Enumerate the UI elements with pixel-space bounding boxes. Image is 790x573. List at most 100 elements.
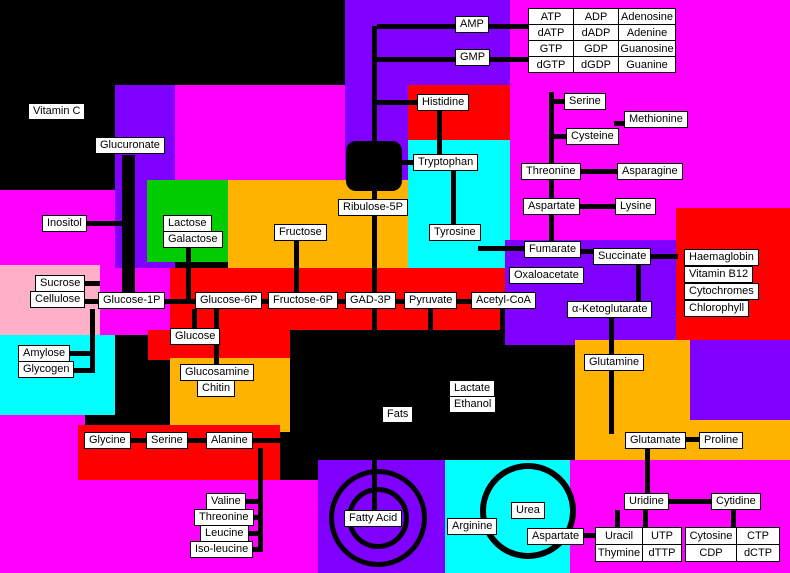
node-lactose: Lactose	[163, 215, 212, 232]
node-pyruvate: Pyruvate	[404, 292, 458, 309]
node-threonine-lower: Threonine	[194, 509, 254, 526]
node-glucose-1p: Glucose-1P	[98, 292, 166, 309]
connector-line	[489, 57, 528, 62]
connector-line	[250, 515, 260, 520]
node-valine: Valine	[206, 493, 246, 510]
node-fumarate: Fumarate	[524, 241, 582, 258]
cytosine-group-cell: CDP	[685, 544, 737, 562]
connector-line	[648, 254, 678, 259]
node-vitamin-c: Vitamin C	[28, 103, 86, 120]
node-methionine: Methionine	[624, 111, 688, 128]
pathway-hub-node	[346, 141, 402, 191]
connector-line	[489, 24, 528, 29]
connector-line	[478, 246, 526, 251]
connector-line	[643, 510, 648, 528]
node-gmp: GMP	[455, 49, 491, 66]
connector-line	[398, 160, 415, 165]
node-glutamine: Glutamine	[584, 354, 645, 371]
uracil-group-cell: UTP	[642, 527, 682, 545]
connector-line	[578, 169, 619, 174]
nucleotides-cell: Guanosine	[618, 40, 676, 57]
cytosine-group-cell: Cytosine	[685, 527, 737, 545]
urea-cycle-ring	[480, 463, 576, 559]
connector-line	[609, 371, 614, 434]
node-alanine: Alanine	[206, 432, 253, 449]
node-urea: Urea	[511, 502, 545, 519]
node-glycine: Glycine	[84, 432, 131, 449]
connector-line	[192, 309, 197, 330]
node-cytidine: Cytidine	[711, 493, 761, 510]
connector-line	[253, 438, 318, 443]
connector-line	[578, 204, 617, 209]
node-chlorophyll: Chlorophyll	[684, 300, 750, 317]
node-sucrose: Sucrose	[35, 275, 86, 292]
connector-line	[500, 309, 505, 334]
connector-line	[731, 510, 736, 528]
connector-line	[377, 100, 417, 105]
node-amp: AMP	[455, 16, 489, 33]
node-lysine: Lysine	[615, 198, 657, 215]
node-amylose: Amylose	[18, 345, 71, 362]
node-serine-upper: Serine	[564, 93, 606, 110]
connector-line	[186, 248, 191, 301]
node-glucose: Glucose	[170, 328, 221, 345]
connector-line	[428, 309, 433, 387]
node-galactose: Galactose	[163, 231, 223, 248]
node-fatty-acid: Fatty Acid	[344, 510, 403, 527]
node-fats: Fats	[382, 406, 414, 423]
node-glucuronate: Glucuronate	[95, 137, 165, 154]
cytosine-group-cell: dCTP	[736, 544, 780, 562]
nucleotides-cell: Guanine	[618, 56, 676, 73]
connector-line	[122, 155, 135, 302]
connector-line	[552, 99, 566, 104]
region-upper-magenta	[175, 85, 345, 180]
nucleotides-cell: dATP	[528, 24, 574, 41]
node-fructose: Fructose	[274, 224, 327, 241]
node-lactate: Lactate	[449, 380, 496, 397]
connector-line	[245, 531, 259, 536]
connector-line	[70, 351, 92, 356]
connector-line	[127, 438, 148, 443]
node-uridine: Uridine	[624, 493, 669, 510]
node-ribulose-5p: Ribulose-5P	[338, 199, 408, 216]
nucleotides-cell: dADP	[573, 24, 619, 41]
node-serine-lower: Serine	[146, 432, 188, 449]
nucleotides-cell: ADP	[573, 8, 619, 25]
node-aspartate-upper: Aspartate	[523, 198, 581, 215]
node-fructose-6p: Fructose-6P	[268, 292, 338, 309]
node-glycogen: Glycogen	[18, 361, 75, 378]
connector-line	[258, 448, 263, 552]
node-threonine-upper: Threonine	[521, 163, 581, 180]
node-vitamin-b12: Vitamin B12	[684, 266, 754, 283]
node-chitin: Chitin	[197, 380, 236, 397]
nucleotides-cell: dGTP	[528, 56, 574, 73]
connector-line	[372, 303, 377, 515]
nucleotides-cell: ATP	[528, 8, 574, 25]
connector-line	[578, 249, 595, 254]
node-glucosamine: Glucosamine	[180, 364, 255, 381]
node-proline: Proline	[699, 432, 744, 449]
node-iso-leucine: Iso-leucine	[190, 541, 254, 558]
region-top-purple	[345, 0, 510, 85]
node-acetyl-coa: Acetyl-CoA	[471, 292, 537, 309]
connector-line	[86, 221, 126, 226]
connector-line	[377, 24, 455, 29]
node-histidine: Histidine	[417, 94, 470, 111]
connector-line	[636, 265, 641, 303]
node-gad-3p: GAD-3P	[345, 292, 396, 309]
nucleotides-cell: GTP	[528, 40, 574, 57]
node-tryptophan: Tryptophan	[413, 154, 479, 171]
node-succinate: Succinate	[593, 248, 652, 265]
node-alpha-ketoglutarate: α-Ketoglutarate	[567, 301, 653, 318]
node-tyrosine: Tyrosine	[429, 224, 481, 241]
nucleotides-cell: GDP	[573, 40, 619, 57]
nucleotides-cell: Adenosine	[618, 8, 676, 25]
connector-line	[294, 241, 299, 301]
connector-line	[609, 318, 614, 356]
node-ethanol: Ethanol	[449, 396, 497, 413]
connector-line	[245, 499, 259, 504]
node-oxaloacetate: Oxaloacetate	[509, 267, 584, 284]
connector-line	[645, 449, 650, 495]
connector-line	[185, 438, 208, 443]
node-glucose-6p: Glucose-6P	[195, 292, 263, 309]
